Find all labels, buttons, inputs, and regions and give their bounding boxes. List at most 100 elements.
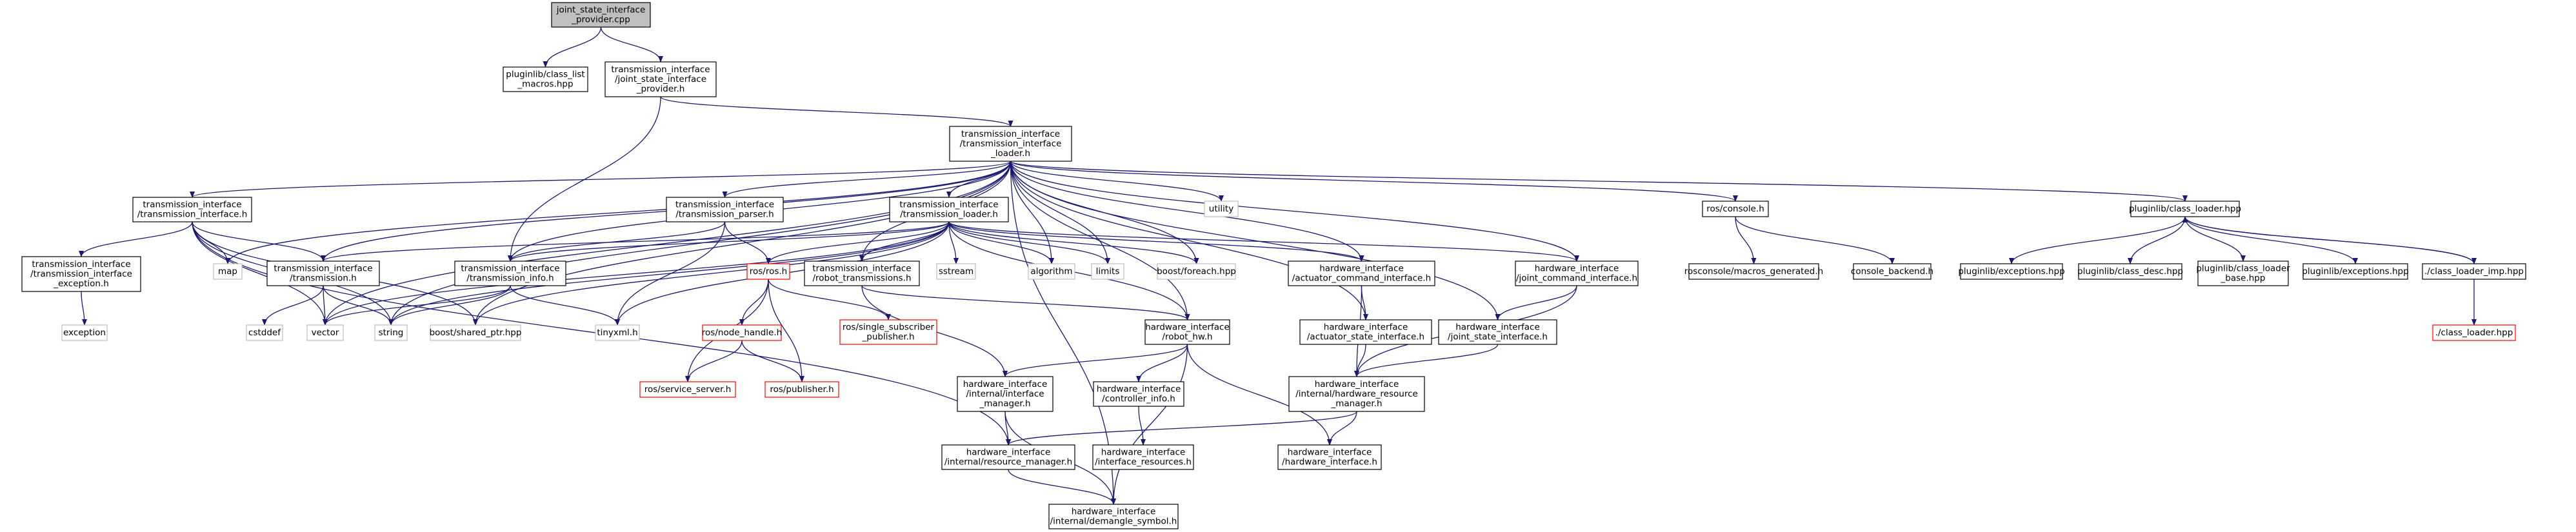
node-box	[1091, 263, 1124, 280]
edge-ti-interface-to-transmission-h	[192, 221, 326, 262]
node-limits[interactable]: limits	[1091, 263, 1124, 280]
node-service-server[interactable]: ros/service_server.h	[639, 381, 736, 398]
node-box	[936, 263, 976, 280]
node-single-subscriber[interactable]: ros/single_subscriber_publisher.h	[839, 319, 937, 345]
edge-node-handle-to-publisher	[741, 340, 804, 382]
edge-ti-loader-to-utility	[1010, 161, 1224, 202]
node-box	[604, 61, 717, 97]
node-robot-hw[interactable]: hardware_interface/robot_hw.h	[1144, 319, 1230, 345]
node-class-loader-h[interactable]: ./class_loader.hpp	[2432, 324, 2516, 341]
node-label-line: ./class_loader.hpp	[2435, 328, 2513, 338]
node-ti-interface[interactable]: transmission_interface/transmission_inte…	[132, 197, 252, 222]
node-label-line: /transmission_interface	[30, 269, 132, 279]
edge-root-to-class-list-macros	[543, 26, 602, 68]
node-interface-manager[interactable]: hardware_interface/internal/interface_ma…	[957, 376, 1053, 412]
node-label-line: transmission_interface	[461, 264, 559, 274]
node-box	[374, 324, 408, 341]
node-box	[2130, 201, 2240, 217]
node-utility[interactable]: utility	[1204, 201, 1239, 217]
edge-ti-loader-to-shared-ptr	[473, 161, 1012, 326]
node-ti-parser[interactable]: transmission_interface/transmission_pars…	[666, 197, 784, 222]
node-t-loader[interactable]: transmission_interface/transmission_load…	[889, 197, 1009, 222]
node-box	[430, 324, 521, 341]
node-controller-info[interactable]: hardware_interface/controller_info.h	[1093, 381, 1184, 407]
node-string[interactable]: string	[374, 324, 408, 341]
node-ti-exception[interactable]: transmission_interface/transmission_inte…	[21, 256, 141, 292]
node-class-list-macros[interactable]: pluginlib/class_list_macros.hpp	[503, 66, 588, 92]
node-box	[306, 324, 344, 341]
node-macros-generated[interactable]: rosconsole/macros_generated.h	[1684, 263, 1823, 280]
edge-node-handle-to-service-server	[685, 340, 743, 382]
node-transmission-h[interactable]: transmission_interface/transmission.h	[266, 261, 380, 286]
node-box	[1688, 263, 1819, 280]
node-box	[702, 324, 782, 341]
node-robot-transmissions[interactable]: transmission_interface/robot_transmissio…	[804, 261, 920, 286]
node-label-line: hardware_interface	[1535, 264, 1619, 274]
node-pl-exceptions-1[interactable]: pluginlib/exceptions.hpp	[1958, 263, 2065, 280]
node-label-line: _exception.h	[53, 279, 109, 289]
node-class-loader-imp[interactable]: ./class_loader_imp.hpp	[2422, 263, 2526, 280]
edge-class-loader-hpp-to-class-desc	[2128, 216, 2186, 264]
node-label-line: sstream	[939, 266, 973, 277]
node-boost-foreach[interactable]: boost/foreach.hpp	[1157, 263, 1236, 280]
node-label-line: /internal/hardware_resource	[1295, 389, 1418, 399]
node-box	[595, 324, 640, 341]
edge-robot-hw-to-hardware-interface-h	[1186, 344, 1332, 446]
node-actuator-cmd[interactable]: hardware_interface/actuator_command_inte…	[1288, 261, 1435, 286]
node-joint-state[interactable]: hardware_interface/joint_state_interface…	[1438, 319, 1557, 345]
edge-robot-transmissions-to-robot-hw	[861, 285, 1190, 320]
edge-transmission-info-to-vector	[323, 285, 511, 326]
node-class-loader-base[interactable]: pluginlib/class_loader_base.hpp	[2196, 261, 2290, 286]
node-sstream[interactable]: sstream	[936, 263, 976, 280]
node-exception[interactable]: exception	[61, 324, 108, 341]
node-node-handle[interactable]: ros/node_handle.h	[702, 324, 782, 341]
node-algorithm[interactable]: algorithm	[1028, 263, 1075, 280]
node-console-backend[interactable]: console_backend.h	[1851, 263, 1933, 280]
nodes-layer: joint_state_interface_provider.cppplugin…	[21, 2, 2526, 529]
node-label-line: pluginlib/class_desc.hpp	[2077, 266, 2183, 277]
node-box	[1277, 444, 1382, 470]
node-transmission-info[interactable]: transmission_interface/transmission_info…	[454, 261, 566, 286]
node-tinyxml[interactable]: tinyxml.h	[595, 324, 640, 341]
node-class-loader-hpp[interactable]: pluginlib/class_loader.hpp	[2129, 201, 2241, 217]
node-ros-console[interactable]: ros/console.h	[1702, 201, 1769, 217]
node-interface-resources[interactable]: hardware_interface/interface_resources.h	[1092, 444, 1194, 470]
node-joint-cmd[interactable]: hardware_interface/joint_command_interfa…	[1515, 261, 1639, 286]
edge-ti-loader-to-robot-hw	[1010, 161, 1190, 320]
node-resource-manager[interactable]: hardware_interface/internal/resource_man…	[941, 444, 1075, 470]
node-box	[2302, 263, 2408, 280]
edge-t-loader-to-vector	[323, 221, 950, 326]
node-box	[454, 261, 566, 286]
node-box	[1288, 376, 1425, 412]
node-ti-loader[interactable]: transmission_interface/transmission_inte…	[949, 126, 1072, 162]
node-shared-ptr[interactable]: boost/shared_ptr.hpp	[430, 324, 522, 341]
node-root[interactable]: joint_state_interface_provider.cpp	[551, 2, 651, 28]
edge-ros-console-to-macros-generated	[1735, 216, 1757, 264]
node-label-line: exception	[63, 328, 106, 338]
node-class-desc[interactable]: pluginlib/class_desc.hpp	[2077, 263, 2183, 280]
node-label-line: ros/service_server.h	[644, 384, 732, 395]
node-label-line: rosconsole/macros_generated.h	[1684, 266, 1823, 277]
edge-ti-loader-to-ti-interface	[190, 161, 1012, 198]
node-label-line: _manager.h	[1330, 399, 1382, 409]
node-box	[941, 444, 1075, 470]
node-box	[666, 197, 784, 222]
edge-ti-loader-to-demangle-symbol	[1010, 161, 1116, 505]
node-hw-resource-manager[interactable]: hardware_interface/internal/hardware_res…	[1288, 376, 1425, 412]
node-demangle-symbol[interactable]: hardware_interface/internal/demangle_sym…	[1048, 504, 1179, 529]
node-cstddef[interactable]: cstddef	[246, 324, 283, 341]
node-label-line: _loader.h	[990, 148, 1030, 159]
node-publisher[interactable]: ros/publisher.h	[764, 381, 839, 398]
node-box	[1299, 319, 1432, 345]
node-vector[interactable]: vector	[306, 324, 344, 341]
node-pl-exceptions-2[interactable]: pluginlib/exceptions.hpp	[2302, 263, 2409, 280]
node-hardware-interface-h[interactable]: hardware_interface/hardware_interface.h	[1277, 444, 1382, 470]
node-ros-ros[interactable]: ros/ros.h	[746, 263, 790, 280]
edge-joint-state-to-hw-resource-manager	[1354, 344, 1499, 377]
node-actuator-state[interactable]: hardware_interface/actuator_state_interf…	[1299, 319, 1432, 345]
node-jsi-provider-h[interactable]: transmission_interface/joint_state_inter…	[604, 61, 717, 97]
node-label-line: boost/foreach.hpp	[1157, 266, 1236, 277]
node-label-line: transmission_interface	[899, 200, 998, 210]
node-map[interactable]: map	[213, 263, 243, 280]
edge-ti-loader-to-joint-cmd	[1010, 161, 1579, 262]
